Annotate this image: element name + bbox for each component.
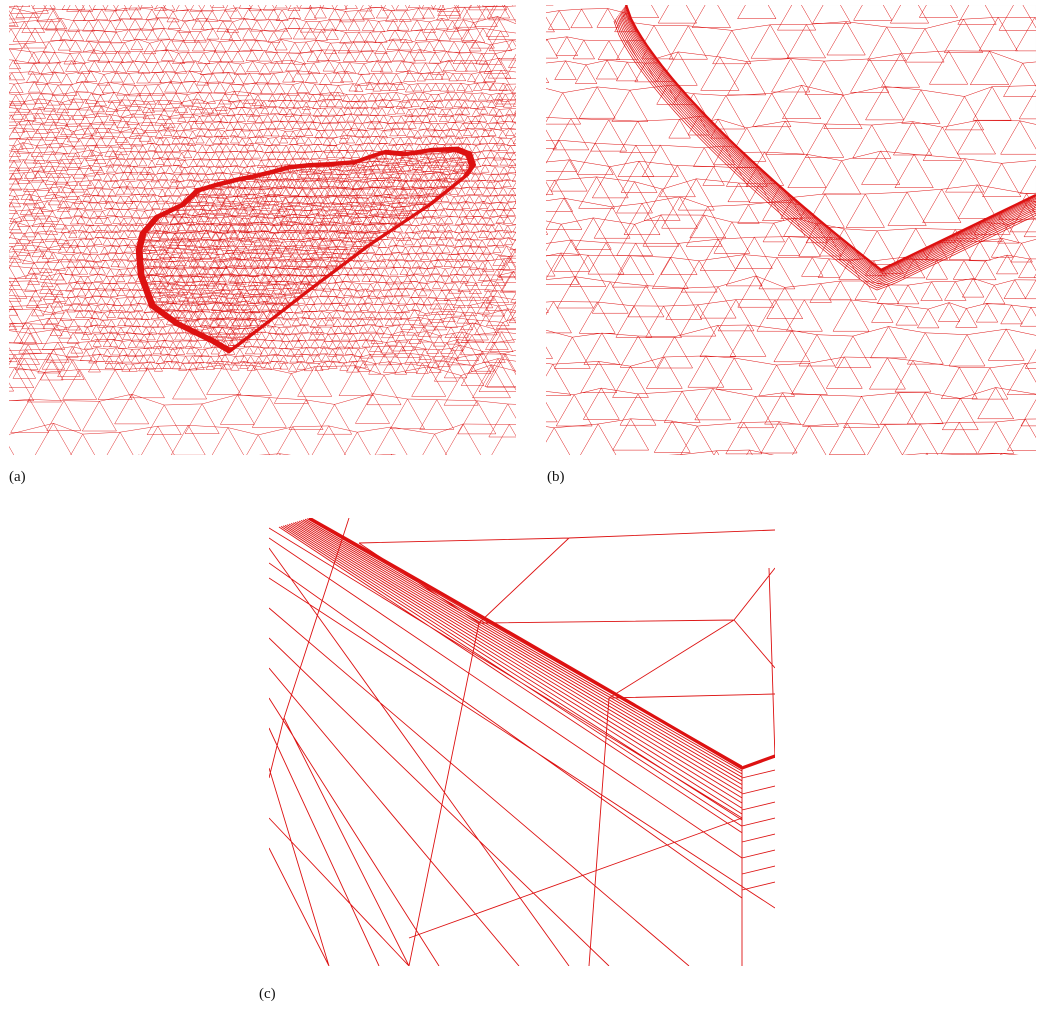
mesh-lines (9, 5, 516, 455)
body-interior-mesh (141, 150, 471, 350)
body-boundary-layer (135, 146, 477, 354)
mesh-panel-b (546, 5, 1036, 455)
mesh-panel-a (9, 5, 516, 455)
panel-b-caption: (b) (547, 469, 565, 485)
mesh-closeup-svg (269, 518, 775, 966)
mesh-boundary-layer-svg (546, 5, 1036, 455)
wall-boundary (308, 518, 775, 770)
panel-c-caption: (c) (259, 986, 276, 1002)
panel-a-caption: (a) (9, 469, 26, 485)
mesh-overview-svg (9, 5, 516, 455)
mesh-panel-c (269, 518, 775, 966)
wall-boundary (624, 5, 1036, 272)
